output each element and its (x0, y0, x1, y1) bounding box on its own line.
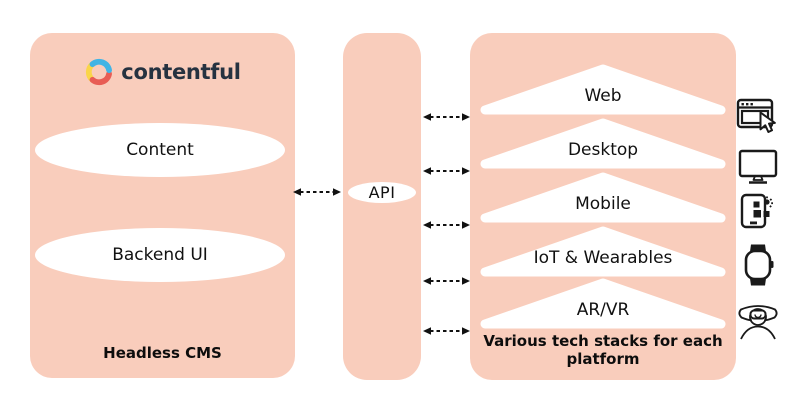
arrow-api-web (423, 113, 470, 121)
api-panel: API (343, 33, 421, 380)
platforms-panel: Web Desktop Mobile IoT & Wearables AR/VR (470, 33, 736, 380)
backend-ui-node-label: Backend UI (112, 245, 208, 265)
backend-ui-node: Backend UI (35, 228, 285, 282)
platform-web-label: Web (584, 86, 622, 106)
smartwatch-icon (744, 244, 774, 286)
desktop-monitor-icon (738, 149, 778, 184)
arrow-api-arvr (423, 327, 470, 335)
browser-cursor-icon (736, 98, 776, 134)
platform-ar-vr-label: AR/VR (576, 300, 630, 320)
contentful-logo: contentful (30, 57, 295, 87)
platform-web: Web (478, 62, 728, 118)
headless-cms-panel: contentful Content Backend UI Headless C… (30, 33, 295, 378)
platform-triangle (480, 118, 726, 169)
api-node-label: API (368, 183, 396, 202)
arrow-api-mobile (423, 221, 470, 229)
api-node: API (348, 182, 416, 203)
platform-iot-wearables: IoT & Wearables (478, 224, 728, 280)
contentful-logo-text: contentful (121, 60, 241, 84)
platform-desktop-label: Desktop (567, 140, 639, 160)
platform-ar-vr: AR/VR (478, 276, 728, 332)
arrow-api-desktop (423, 167, 470, 175)
contentful-logo-icon (86, 58, 113, 86)
platform-triangle (480, 172, 726, 223)
arrow-api-iot (423, 277, 470, 285)
platform-desktop: Desktop (478, 116, 728, 172)
arrow-cms-api (293, 188, 341, 196)
platform-triangle (480, 226, 726, 277)
vr-headset-icon (738, 305, 778, 340)
platform-triangle (480, 278, 726, 329)
platform-mobile-label: Mobile (575, 194, 631, 214)
platforms-caption: Various tech stacks for each platform (483, 332, 723, 368)
platform-mobile: Mobile (478, 170, 728, 226)
platform-iot-wearables-label: IoT & Wearables (533, 248, 673, 268)
platform-triangle (480, 64, 726, 115)
content-node-label: Content (126, 140, 194, 160)
headless-cms-caption: Headless CMS (103, 344, 222, 362)
content-node: Content (35, 123, 285, 177)
tablet-sparkle-icon (740, 193, 773, 229)
